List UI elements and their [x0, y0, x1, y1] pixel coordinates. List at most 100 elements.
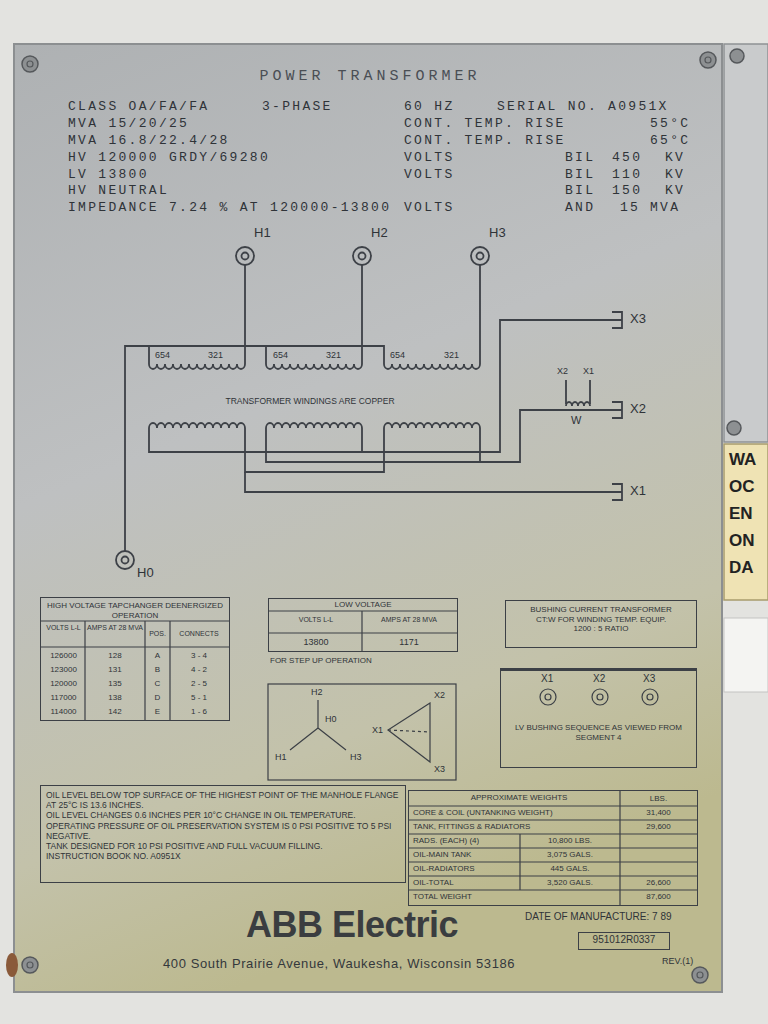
revision-text: REV.(1)	[662, 956, 693, 966]
rating-text: 3-PHASE	[262, 100, 333, 115]
warning-letters: DA	[729, 558, 754, 578]
terminal-label: X2	[557, 366, 568, 376]
rating-text: 150	[612, 184, 642, 199]
weights-table: APPROXIMATE WEIGHTS	[408, 790, 698, 906]
rating-text: CONT. TEMP. RISE	[404, 117, 566, 132]
rating-text: VOLTS	[404, 151, 455, 166]
table-cell: 135	[85, 679, 145, 688]
table-cell: 29,600	[620, 822, 697, 831]
table-cell: 3,520 GALS.	[520, 878, 620, 887]
table-cell: 114000	[42, 707, 85, 716]
table-cell: 138	[85, 693, 145, 702]
box-text: CT:W FOR WINDING TEMP. EQUIP.	[511, 615, 691, 625]
box-text: INSTRUCTION BOOK NO. A0951X	[46, 851, 400, 861]
rating-text: SERIAL NO. A0951X	[497, 100, 669, 115]
table-cell: OIL-TOTAL	[413, 878, 454, 887]
bushing-label: X1	[541, 673, 553, 685]
vector-label: H1	[275, 752, 287, 762]
vector-label: H3	[350, 752, 362, 762]
tap-number: 321	[326, 350, 341, 360]
table-cell: RADS. (EACH) (4)	[413, 836, 479, 845]
rating-text: BIL	[565, 168, 595, 183]
rating-text: BIL	[565, 184, 595, 199]
table-cell: TANK, FITTINGS & RADIATORS	[413, 822, 530, 831]
warning-letters: OC	[729, 477, 755, 497]
vector-label: X1	[372, 725, 383, 735]
box-heading: OIL LEVEL BELOW TOP SURFACE OF THE HIGHE…	[46, 790, 400, 810]
terminal-label: H0	[137, 566, 154, 581]
table-cell: AMPS AT 28 MVA	[362, 616, 456, 624]
terminal-label: H2	[371, 226, 388, 241]
rating-text: CLASS OA/FA/FA	[68, 100, 209, 115]
table-cell: 5 - 1	[170, 693, 228, 702]
terminal-label: H1	[254, 226, 271, 241]
box-heading: HIGH VOLTAGE TAPCHANGER DEENERGIZED OPER…	[46, 601, 224, 620]
table-cell: 87,600	[620, 892, 697, 901]
table-cell: 117000	[42, 693, 85, 702]
table-cell: CORE & COIL (UNTANKING WEIGHT)	[413, 808, 553, 817]
table-cell: 4 - 2	[170, 665, 228, 674]
tap-number: 321	[444, 350, 459, 360]
rating-text: VOLTS	[404, 168, 455, 183]
box-text: 1200 : 5 RATIO	[511, 624, 691, 634]
rating-text: AND	[565, 201, 595, 216]
terminal-label: X3	[630, 312, 646, 327]
rating-text: IMPEDANCE 7.24 % AT 120000-13800	[68, 201, 391, 216]
table-cell: AMPS AT 28 MVA	[85, 624, 145, 632]
terminal-label: X1	[583, 366, 594, 376]
rating-text: 65°C	[650, 134, 690, 149]
rating-text: 110	[612, 168, 642, 183]
winding-note: TRANSFORMER WINDINGS ARE COPPER	[205, 397, 415, 407]
tap-number: 654	[273, 350, 288, 360]
rating-text: 450	[612, 151, 642, 166]
table-cell: 2 - 5	[170, 679, 228, 688]
box-heading: BUSHING CURRENT TRANSFORMER	[511, 605, 691, 615]
maker-logo: ABB Electric	[246, 904, 458, 945]
table-cell: 26,600	[620, 878, 697, 887]
tap-number: 654	[155, 350, 170, 360]
table-cell: 13800	[270, 637, 362, 647]
box-heading: 951012R0337	[584, 934, 664, 946]
table-cell: B	[145, 665, 170, 674]
table-cell: POS.	[145, 630, 170, 638]
table-cell: 131	[85, 665, 145, 674]
table-cell: OIL-MAIN TANK	[413, 850, 471, 859]
table-cell: 142	[85, 707, 145, 716]
table-note: FOR STEP UP OPERATION	[270, 656, 372, 665]
bushing-label: X2	[593, 673, 605, 685]
table-cell: 123000	[42, 665, 85, 674]
box-text: OPERATING PRESSURE OF OIL PRESERVATION S…	[46, 821, 400, 841]
box-text: OIL LEVEL CHANGES 0.6 INCHES PER 10°C CH…	[46, 810, 400, 820]
vector-label: H0	[325, 714, 337, 724]
rating-text: BIL	[565, 151, 595, 166]
box-heading: LV BUSHING SEQUENCE AS VIEWED FROM SEGME…	[506, 723, 691, 742]
rating-text: KV	[665, 168, 685, 183]
table-cell: 10,800 LBS.	[520, 836, 620, 845]
rating-text: 55°C	[650, 117, 690, 132]
table-cell: C	[145, 679, 170, 688]
table-cell: 31,400	[620, 808, 697, 817]
terminal-label: X2	[630, 402, 646, 417]
rating-text: MVA 15/20/25	[68, 117, 189, 132]
terminal-label: X1	[630, 484, 646, 499]
oil-notes-box: OIL LEVEL BELOW TOP SURFACE OF THE HIGHE…	[40, 785, 406, 883]
table-cell: 120000	[42, 679, 85, 688]
rating-text: LV 13800	[68, 168, 149, 183]
rating-text: MVA	[650, 201, 680, 216]
table-cell: A	[145, 651, 170, 660]
vector-label: X2	[434, 690, 445, 700]
table-cell: 1 - 6	[170, 707, 228, 716]
rating-text: VOLTS	[404, 201, 455, 216]
box-heading: LOW VOLTAGE	[274, 600, 452, 610]
warning-letters: WA	[729, 450, 756, 470]
table-cell: E	[145, 707, 170, 716]
vector-label: H2	[311, 687, 323, 697]
bushing-label: X3	[643, 673, 655, 685]
tap-number: 654	[390, 350, 405, 360]
rating-text: KV	[665, 184, 685, 199]
rating-text: HV 120000 GRDY/69280	[68, 151, 270, 166]
rating-text: MVA 16.8/22.4/28	[68, 134, 230, 149]
table-cell: D	[145, 693, 170, 702]
rating-text: 15	[620, 201, 640, 216]
current-transformer-box: BUSHING CURRENT TRANSFORMERCT:W FOR WIND…	[505, 600, 697, 648]
